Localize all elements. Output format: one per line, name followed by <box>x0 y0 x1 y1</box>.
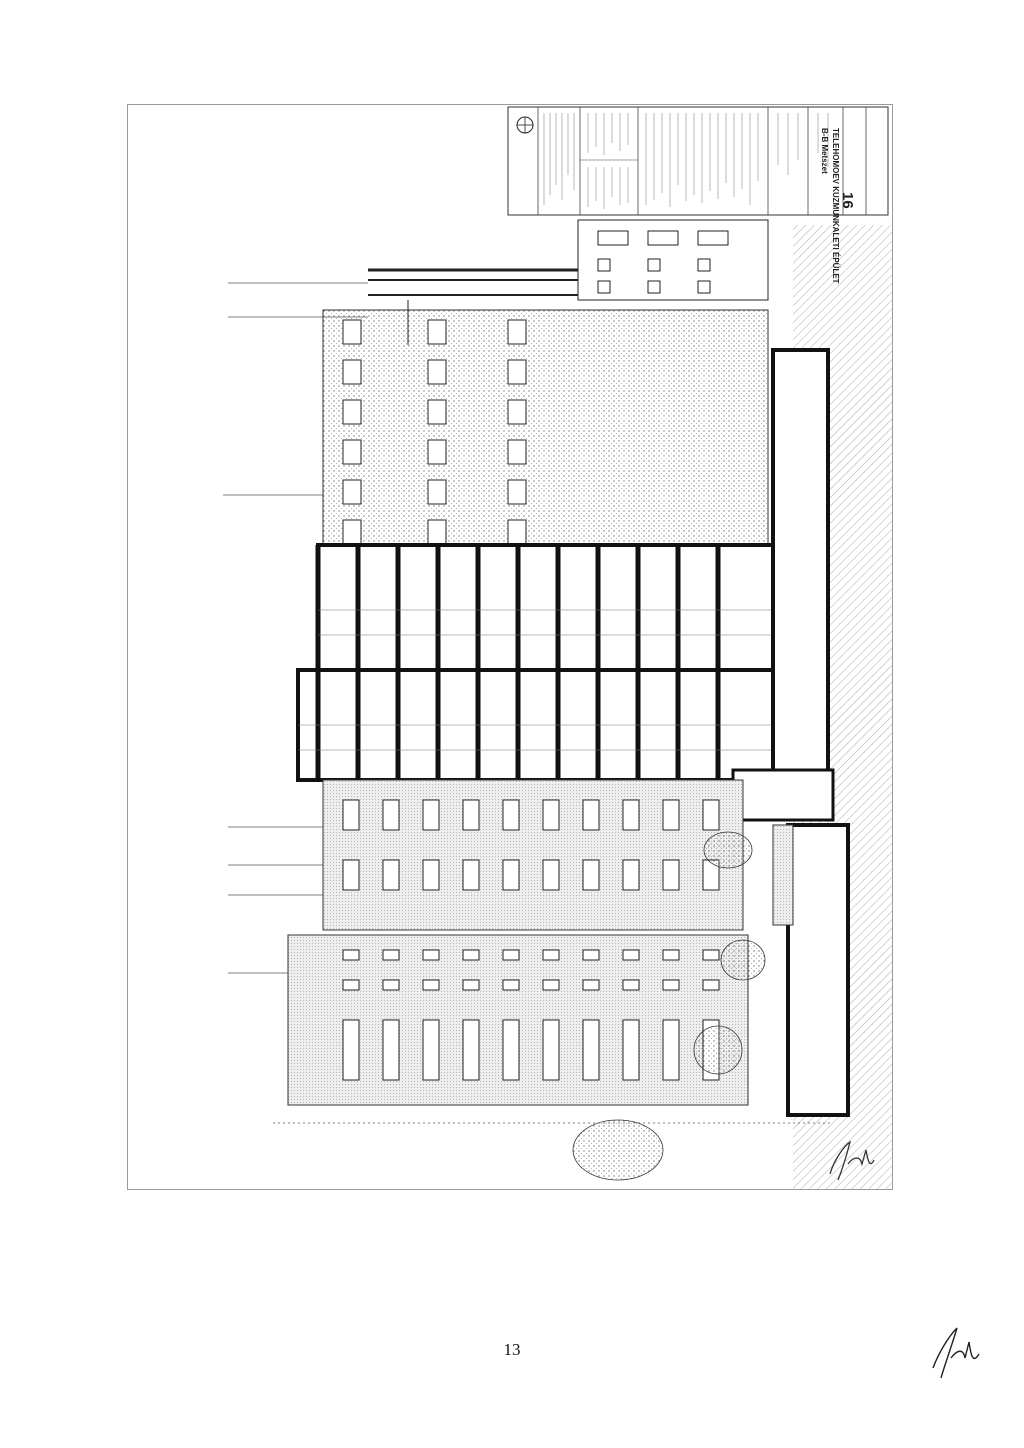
window <box>542 949 560 961</box>
window <box>582 1019 600 1081</box>
window <box>382 979 400 991</box>
window <box>622 979 640 991</box>
window <box>427 519 447 545</box>
window <box>342 399 362 425</box>
window <box>427 439 447 465</box>
upper-facade <box>322 309 769 551</box>
window <box>462 859 480 891</box>
window <box>622 859 640 891</box>
window <box>382 799 400 831</box>
architectural-section-drawing <box>127 104 893 1190</box>
window <box>342 439 362 465</box>
window <box>542 799 560 831</box>
window <box>502 1019 520 1081</box>
window <box>342 519 362 545</box>
window <box>502 859 520 891</box>
window <box>422 949 440 961</box>
window <box>502 949 520 961</box>
window <box>382 949 400 961</box>
window <box>702 949 720 961</box>
window <box>427 399 447 425</box>
sheet-number: 16 <box>839 192 856 209</box>
level-markers <box>223 282 833 1124</box>
window <box>342 1019 360 1081</box>
window <box>342 359 362 385</box>
title-block <box>507 106 889 216</box>
basement-section <box>731 348 850 1117</box>
window <box>507 439 527 465</box>
signature-icon <box>932 1327 980 1379</box>
window <box>462 799 480 831</box>
window <box>622 1019 640 1081</box>
window <box>427 359 447 385</box>
section-cut <box>296 543 775 782</box>
window <box>622 799 640 831</box>
window <box>422 979 440 991</box>
window <box>542 859 560 891</box>
window <box>662 949 680 961</box>
window <box>342 479 362 505</box>
window <box>382 1019 400 1081</box>
window <box>342 979 360 991</box>
window <box>702 799 720 831</box>
window <box>427 479 447 505</box>
window <box>502 979 520 991</box>
window <box>662 1019 680 1081</box>
window <box>342 859 360 891</box>
page-number: 13 <box>503 1340 521 1359</box>
window <box>582 949 600 961</box>
window <box>427 319 447 345</box>
roof-structure <box>368 219 769 345</box>
window <box>422 1019 440 1081</box>
window <box>622 949 640 961</box>
building-section-plan <box>223 106 892 1189</box>
window <box>342 799 360 831</box>
window <box>542 1019 560 1081</box>
window <box>507 359 527 385</box>
window <box>507 319 527 345</box>
tree-group <box>572 831 766 1181</box>
window <box>382 859 400 891</box>
window <box>582 979 600 991</box>
window <box>462 949 480 961</box>
window <box>662 979 680 991</box>
window <box>342 319 362 345</box>
window <box>702 979 720 991</box>
window <box>507 479 527 505</box>
window <box>502 799 520 831</box>
window <box>662 799 680 831</box>
window <box>507 519 527 545</box>
lower-facade <box>287 779 749 1106</box>
window <box>662 859 680 891</box>
window <box>582 859 600 891</box>
drawing-title: TELEHOMOEV KUZMUNKALETI ÉPÜLET <box>831 128 840 284</box>
window <box>462 979 480 991</box>
signature-icon <box>829 1140 875 1181</box>
window <box>542 979 560 991</box>
window <box>422 799 440 831</box>
window <box>422 859 440 891</box>
window <box>507 399 527 425</box>
drawing-subtitle: B-B Metszet <box>820 128 829 174</box>
window <box>582 799 600 831</box>
window <box>342 949 360 961</box>
window <box>462 1019 480 1081</box>
